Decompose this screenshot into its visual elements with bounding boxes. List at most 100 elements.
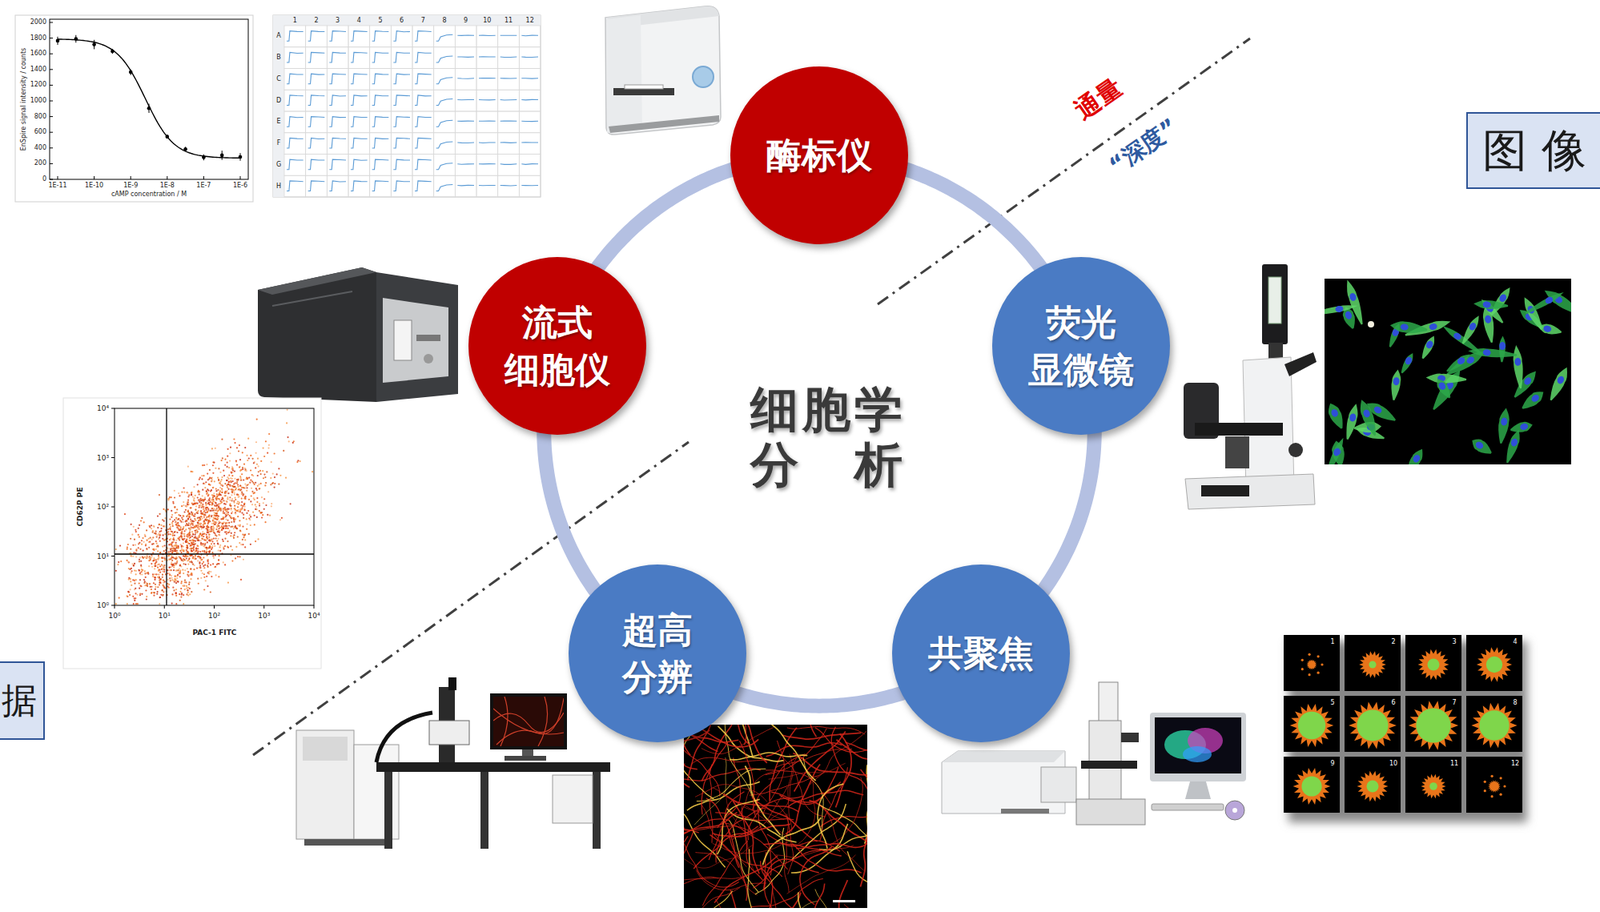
flow-scatter-plot-part	[161, 560, 164, 563]
flow-scatter-plot-part	[187, 501, 189, 503]
flow-scatter-plot-part	[189, 527, 192, 530]
flow-scatter-plot-part	[180, 551, 182, 554]
flow-scatter-plot-part	[139, 584, 141, 587]
flow-scatter-plot-part	[233, 531, 236, 534]
flow-scatter-plot-part	[161, 567, 164, 570]
flow-scatter-plot-part	[132, 526, 135, 528]
flow-scatter-plot-part	[212, 498, 214, 501]
flow-scatter-plot-part	[196, 524, 199, 527]
plate-trace-grid-part	[498, 154, 520, 177]
flow-scatter-plot-part	[235, 459, 238, 462]
flow-scatter-plot-part	[205, 546, 208, 549]
flow-scatter-plot-part	[158, 603, 161, 605]
flow-scatter-plot-part	[133, 569, 136, 571]
flow-scatter-plot-part	[201, 494, 204, 497]
flow-scatter-plot-part	[205, 516, 208, 519]
flow-scatter-plot-part	[128, 594, 131, 596]
flow-scatter-plot-part	[237, 486, 239, 488]
plate-trace-grid-part	[286, 95, 304, 106]
flow-scatter-plot-part	[164, 517, 166, 519]
dose-response-chart-part	[49, 147, 53, 149]
flow-scatter-plot-part	[206, 541, 209, 543]
flow-scatter-plot-part	[202, 508, 205, 511]
flow-scatter-plot-part	[186, 574, 189, 576]
plate-trace-grid-part	[393, 52, 411, 63]
flow-scatter-plot-part	[192, 551, 195, 554]
plate-trace-grid-part	[393, 137, 411, 149]
flow-scatter-plot-part	[188, 531, 191, 534]
flow-scatter-plot-part	[225, 500, 227, 503]
flow-scatter-plot-part	[170, 554, 173, 557]
flow-scatter-plot-part	[240, 508, 242, 511]
dose-response-chart	[15, 15, 254, 202]
flow-scatter-plot-part	[232, 489, 234, 491]
flow-scatter-plot-part	[130, 571, 133, 574]
plate-trace-grid-part	[308, 31, 326, 42]
flow-scatter-plot-part	[224, 494, 226, 497]
flow-scatter-plot-part	[229, 526, 232, 528]
flow-scatter-plot-part	[218, 491, 221, 494]
flow-scatter-plot-part	[228, 474, 230, 477]
dose-response-chart-part	[49, 37, 53, 39]
flow-scatter-plot-part	[173, 518, 176, 521]
flow-scatter-plot-part	[196, 545, 199, 547]
flow-scatter-plot-part	[203, 510, 206, 512]
flow-scatter-plot-part	[136, 594, 138, 596]
flow-scatter-plot-part	[188, 583, 190, 586]
flow-scatter-plot-part	[230, 494, 233, 496]
flow-scatter-plot-part	[215, 512, 218, 515]
flow-scatter-plot-part	[154, 586, 157, 588]
flow-scatter-plot-part	[225, 525, 227, 527]
flow-scatter-plot-part	[241, 508, 243, 511]
flow-scatter-plot-part	[173, 531, 176, 534]
plate-trace-grid-part	[305, 111, 328, 133]
flow-scatter-plot-part	[188, 529, 191, 531]
flow-scatter-plot-part	[229, 515, 232, 518]
flow-scatter-plot-part	[213, 509, 215, 511]
flow-scatter-plot-part	[230, 532, 233, 535]
plate-trace-grid-part	[457, 184, 475, 187]
flow-scatter-plot-part	[159, 596, 161, 599]
plate-trace-grid-part	[390, 89, 413, 112]
flow-scatter-plot-part	[205, 575, 208, 578]
flow-scatter-plot-part	[221, 496, 224, 499]
plate-trace-grid-part	[478, 77, 496, 79]
plate-trace-grid-part	[412, 132, 435, 155]
flow-scatter-plot-part	[177, 514, 180, 516]
flow-scatter-plot-part	[138, 570, 141, 572]
plate-trace-grid-part	[500, 141, 518, 144]
flow-scatter-plot-part	[194, 508, 197, 511]
flow-scatter-plot-part	[133, 578, 136, 581]
flow-scatter-plot-part	[192, 503, 195, 506]
flow-scatter-plot-part	[226, 540, 229, 543]
plate-trace-grid-part	[348, 132, 370, 155]
flow-scatter-plot-part	[143, 578, 145, 581]
plate-trace-grid-part	[414, 180, 432, 192]
plate-trace-grid-part	[326, 68, 349, 91]
plate-trace-grid-part	[521, 35, 539, 37]
flow-scatter-plot-part	[159, 578, 161, 581]
flow-scatter-plot-part	[213, 511, 215, 514]
flow-scatter-plot-part	[171, 551, 173, 554]
flow-scatter-plot-part	[187, 594, 189, 597]
flow-scatter-plot-part	[152, 591, 155, 594]
flow-scatter-plot-part	[234, 496, 237, 499]
flow-scatter-plot-part	[241, 451, 244, 454]
flow-scatter-plot-part	[185, 557, 188, 559]
flow-scatter-plot-part	[167, 533, 169, 535]
flow-scatter-plot-part	[171, 578, 173, 581]
flow-scatter-plot-part	[221, 491, 223, 494]
flow-scatter-plot-part	[233, 470, 236, 472]
flow-scatter-plot-part	[260, 460, 262, 463]
plate-trace-grid-part	[454, 111, 477, 133]
flow-scatter-plot-part	[177, 518, 180, 520]
flow-scatter-plot-part	[225, 522, 227, 524]
plate-trace-grid-part	[434, 175, 456, 197]
plate-trace-grid-part	[372, 159, 390, 170]
flow-scatter-plot-part	[265, 482, 267, 484]
flow-scatter-plot-part	[207, 478, 210, 481]
flow-scatter-plot-part	[193, 564, 196, 567]
flow-scatter-plot-part	[176, 581, 179, 583]
flow-scatter-plot-part	[138, 558, 141, 561]
flow-scatter-plot-part	[184, 563, 187, 566]
